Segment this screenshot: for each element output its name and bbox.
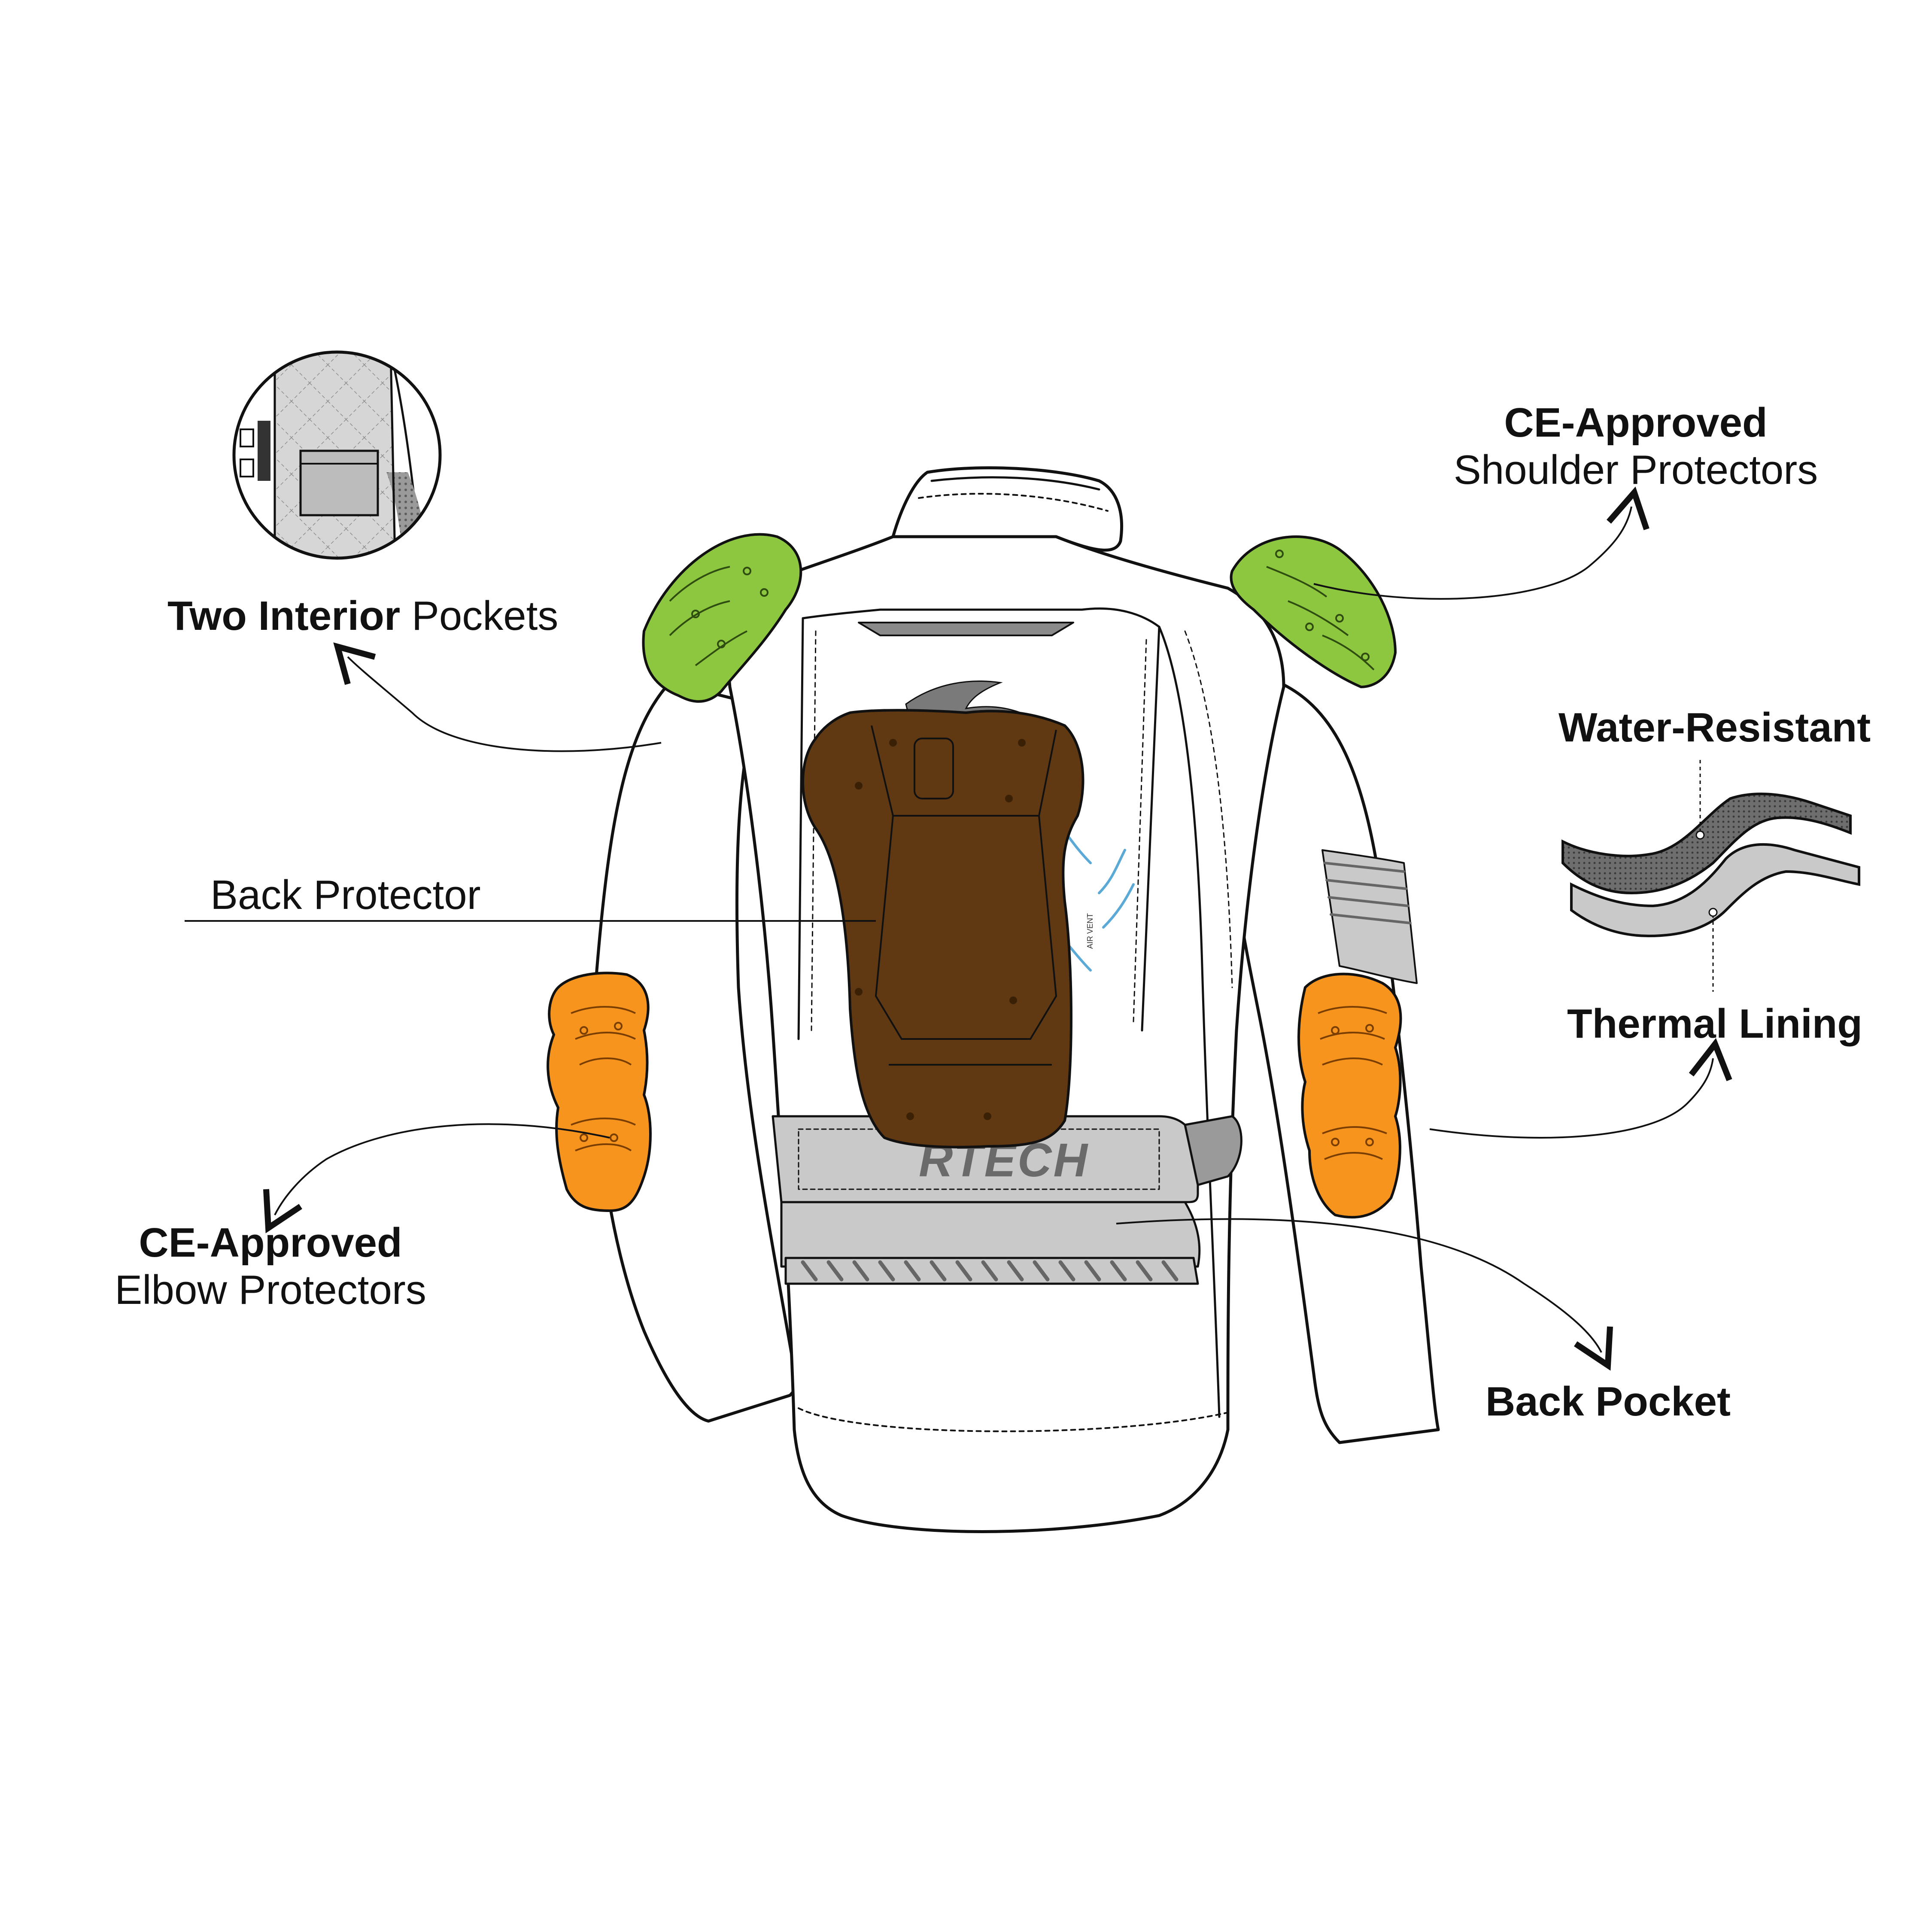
label-elbow-bold: CE-Approved <box>139 1220 402 1266</box>
label-interior-pockets-regular: Pockets <box>400 593 559 639</box>
label-interior-pockets: Two Interior Pockets <box>167 592 558 640</box>
label-shoulder-protectors: CE-Approved Shoulder Protectors <box>1451 399 1820 494</box>
interior-pocket-detail-icon <box>232 350 442 560</box>
label-shoulder-regular: Shoulder Protectors <box>1453 447 1818 493</box>
label-elbow-protectors: CE-Approved Elbow Protectors <box>107 1219 434 1314</box>
label-back-protector: Back Protector <box>210 872 481 919</box>
back-pocket-shape <box>780 1201 1201 1268</box>
label-thermal-lining: Thermal Lining <box>1567 1000 1862 1048</box>
label-water-resistant: Water-Resistant <box>1558 704 1871 751</box>
label-back-pocket: Back Pocket <box>1485 1378 1731 1425</box>
label-back-pocket-bold: Back Pocket <box>1485 1379 1731 1425</box>
air-vent-label: AIR VENT <box>1086 913 1094 949</box>
label-back-protector-regular: Back Protector <box>210 872 481 918</box>
reflective-stripe <box>801 1260 1179 1282</box>
label-shoulder-bold: CE-Approved <box>1504 400 1768 446</box>
label-thermal-bold: Thermal Lining <box>1567 1001 1863 1047</box>
callout-lines <box>185 486 1732 1371</box>
shoulder-protector-icon <box>642 533 1397 703</box>
left-sleeve <box>593 681 799 1423</box>
label-water-bold: Water-Resistant <box>1558 705 1871 750</box>
fabric-layers-icon <box>1561 793 1860 938</box>
back-protector-icon <box>802 709 1084 1148</box>
jacket-collar <box>891 466 1123 552</box>
label-interior-pockets-bold: Two Interior <box>167 593 401 639</box>
elbow-protector-icon <box>547 972 1402 1219</box>
label-elbow-regular: Elbow Protectors <box>115 1267 426 1313</box>
